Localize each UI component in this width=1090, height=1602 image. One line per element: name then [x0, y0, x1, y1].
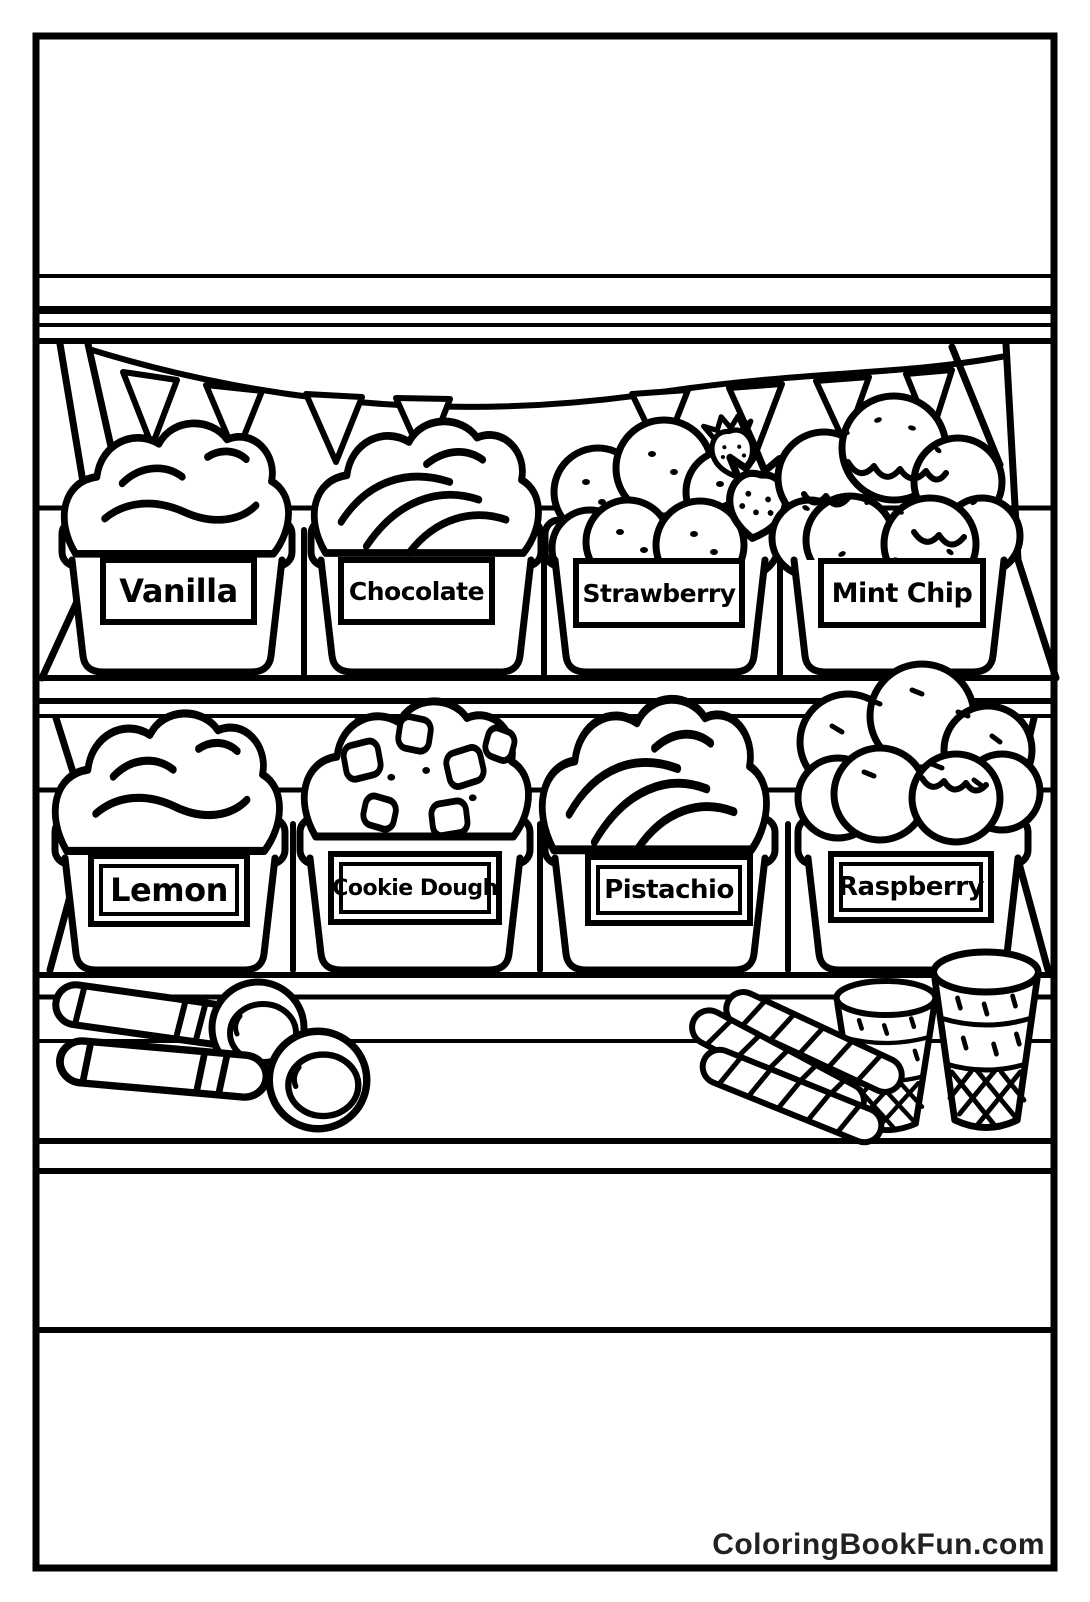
- flavor-label-lemon: Lemon: [88, 853, 250, 927]
- banner-flag: [303, 391, 365, 465]
- tub-pistachio: [542, 699, 775, 970]
- flavor-label-pistachio: Pistachio: [585, 854, 753, 926]
- icecream-cookie-dough: [304, 701, 528, 837]
- page-border: [32, 32, 1058, 1572]
- flavor-label-text: Chocolate: [348, 576, 485, 606]
- ice-cream-cone: [934, 952, 1039, 1128]
- flavor-label-vanilla: Vanilla: [100, 557, 257, 625]
- icecream-raspberry: [794, 660, 1044, 846]
- tub-strawberry: [545, 412, 796, 672]
- flavor-label-text: Strawberry: [582, 578, 736, 608]
- flavor-label-chocolate: Chocolate: [338, 557, 495, 625]
- icecream-lemon: [55, 713, 279, 850]
- tub-cookie-dough: [300, 701, 530, 970]
- icecream-vanilla: [64, 423, 288, 553]
- flavor-label-text: Vanilla: [119, 572, 238, 610]
- icecream-mint-chip: [768, 392, 1024, 594]
- banner-flag: [726, 381, 785, 453]
- tub-chocolate: [311, 421, 541, 672]
- banner-flag: [203, 382, 265, 459]
- banner: [89, 347, 1009, 466]
- flavor-label-cookie-dough: Cookie Dough: [328, 851, 502, 925]
- flavor-label-text: Mint Chip: [831, 577, 973, 609]
- flavor-label-text: Cookie Dough: [332, 875, 498, 901]
- tub-vanilla: [62, 423, 292, 672]
- icecream-pistachio: [542, 699, 766, 850]
- flavor-label-strawberry: Strawberry: [573, 558, 745, 628]
- flavor-label-text: Lemon: [110, 871, 228, 909]
- flavor-label-raspberry: Raspberry: [828, 851, 994, 923]
- flavor-label-text: Pistachio: [604, 875, 734, 905]
- banner-rope: [89, 347, 1009, 410]
- tub-mint-chip: [768, 392, 1024, 672]
- banner-flag: [120, 369, 180, 449]
- watermark-text: ColoringBookFun.com: [712, 1528, 1045, 1561]
- tub-lemon: [55, 713, 285, 970]
- icecream-chocolate: [314, 421, 538, 553]
- tub-raspberry: [794, 660, 1044, 970]
- flavor-label-text: Raspberry: [838, 872, 985, 902]
- flavor-label-mint-chip: Mint Chip: [818, 558, 986, 628]
